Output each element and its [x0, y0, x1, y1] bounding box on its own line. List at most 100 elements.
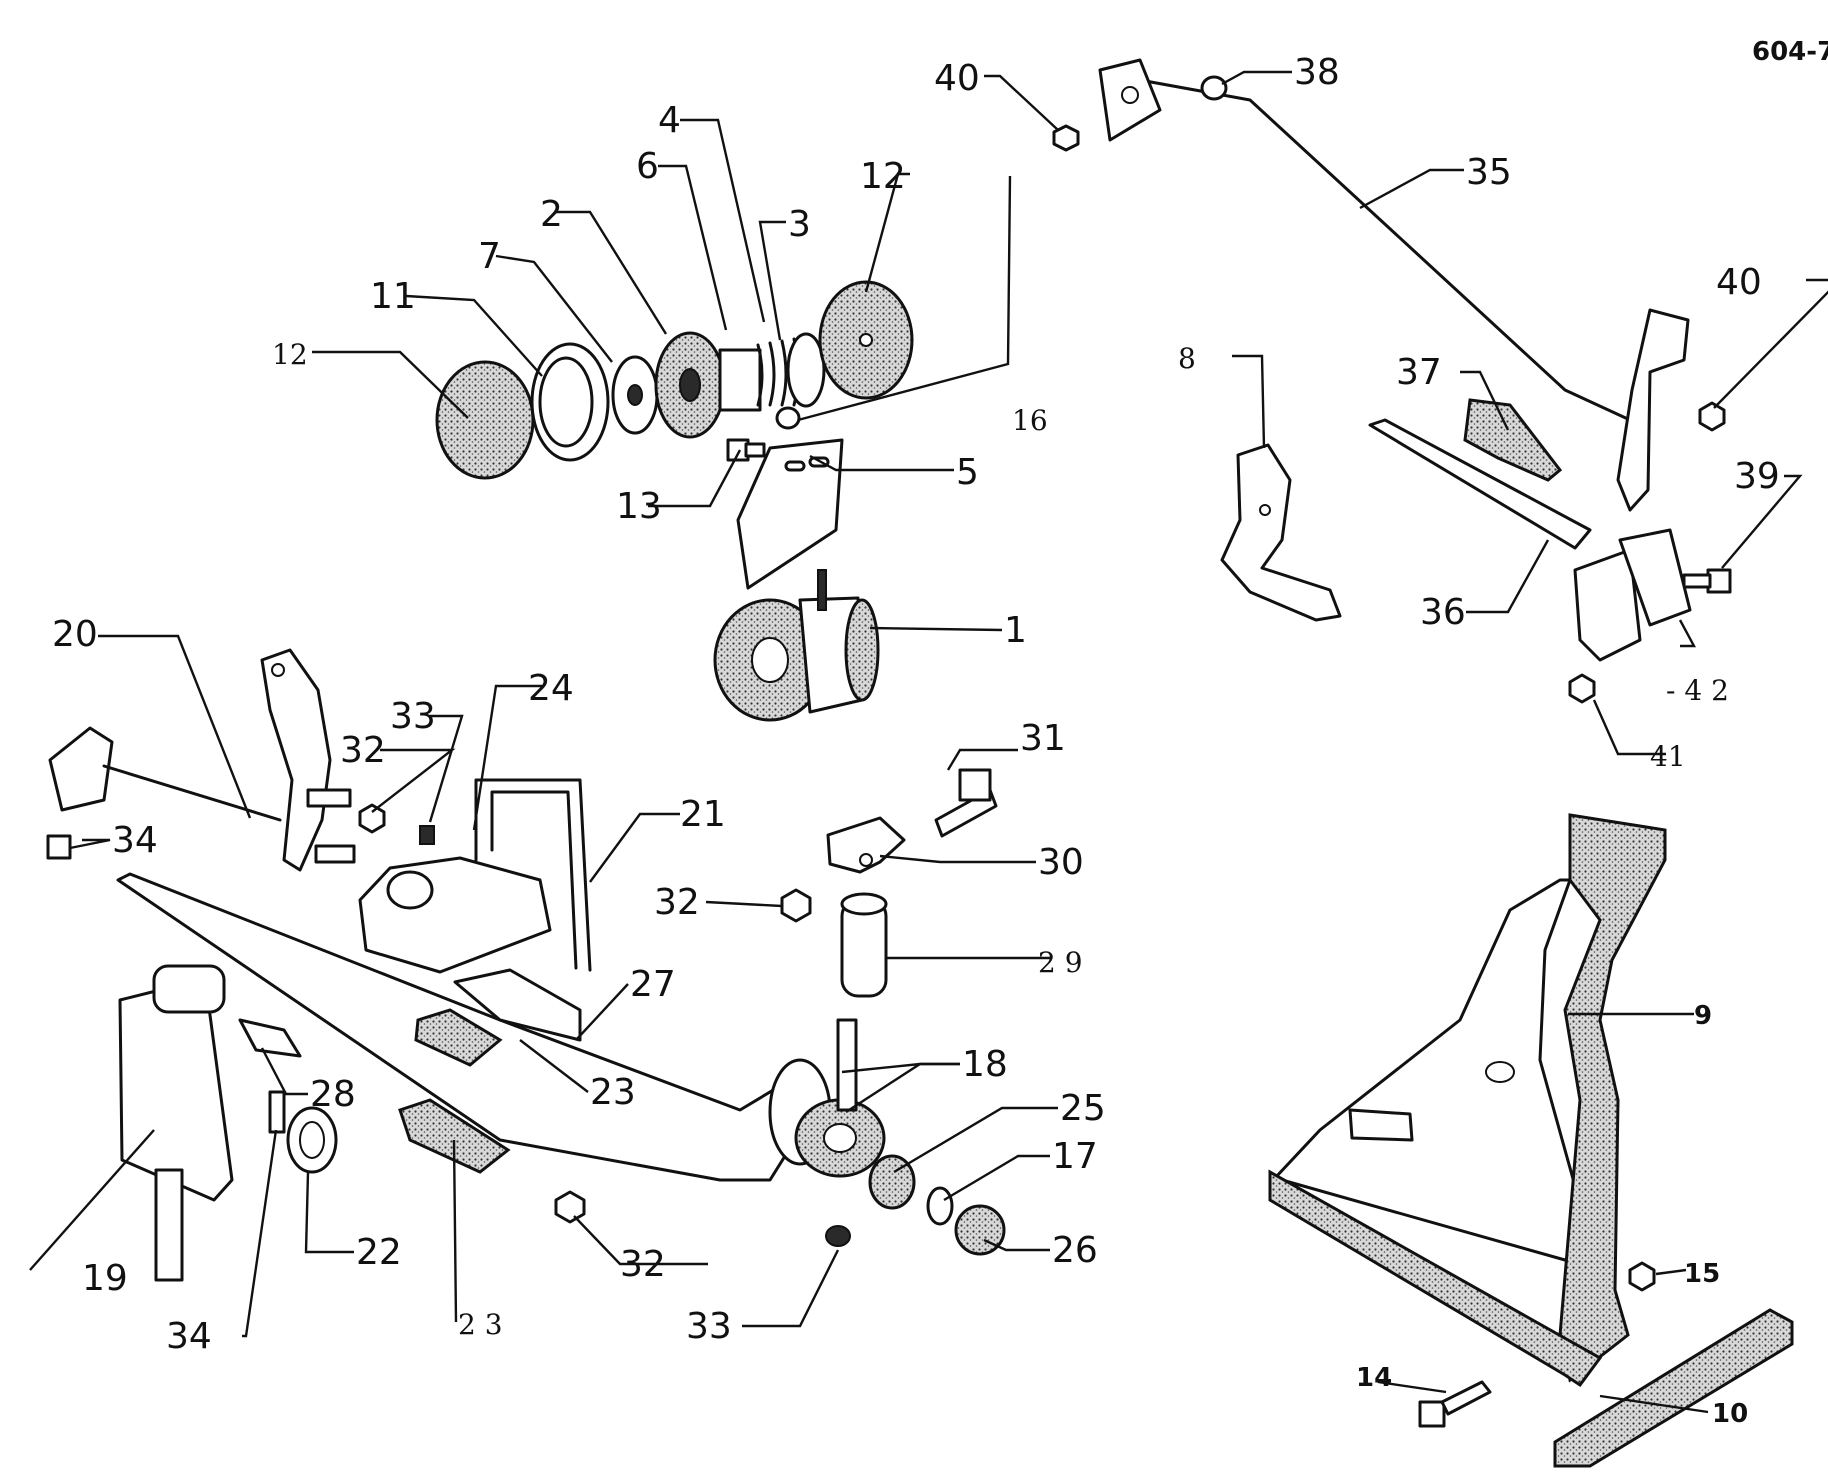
callout-5: 5: [956, 452, 979, 493]
callout-12-right: 12: [860, 156, 906, 197]
callout-18: 18: [962, 1044, 1008, 1085]
part-34-bolt-bottom: [268, 1090, 286, 1134]
callout-3: 3: [788, 204, 811, 245]
callout-23-upper: 23: [590, 1072, 636, 1113]
part-16-nut: [775, 406, 801, 430]
callout-36: 36: [1420, 592, 1466, 633]
callout-25: 25: [1060, 1088, 1106, 1129]
part-23-bushing-upper: [414, 1008, 503, 1067]
part-30-clamp: [826, 816, 906, 874]
part-37-boot: [1463, 398, 1563, 482]
callout-7: 7: [478, 236, 501, 277]
callout-34-a: 34: [112, 820, 158, 861]
leader-lines: [29, 70, 1828, 1414]
callout-32-a: 32: [340, 730, 386, 771]
part-17-spring-washer: [926, 1186, 954, 1226]
callout-22: 22: [356, 1232, 402, 1273]
part-38-nut: [1200, 75, 1228, 101]
callout-17: 17: [1052, 1136, 1098, 1177]
part-34-bolt-left: [46, 834, 72, 860]
callout-9: 9: [1694, 1001, 1712, 1031]
part-39-bolt: [1682, 568, 1732, 594]
callout-1: 1: [1004, 610, 1027, 651]
callout-41: 41: [1650, 740, 1686, 773]
figure-code: 604-74: [1752, 37, 1828, 67]
part-32-nut-a: [358, 803, 386, 834]
callout-42: - 4 2: [1666, 674, 1729, 707]
callout-19: 19: [82, 1258, 128, 1299]
callout-31: 31: [1020, 718, 1066, 759]
callout-32-b: 32: [654, 882, 700, 923]
callout-10: 10: [1712, 1399, 1748, 1429]
part-40-nut-right: [1698, 401, 1726, 432]
callout-21: 21: [680, 794, 726, 835]
callout-40-b: 40: [1716, 262, 1762, 303]
part-33-fitting-a: [419, 825, 435, 845]
part-2-bearing: [654, 331, 726, 439]
part-13-bolt: [726, 438, 766, 462]
callout-15: 15: [1684, 1259, 1720, 1289]
callout-6: 6: [636, 146, 659, 187]
part-19-pedal: [118, 964, 234, 1282]
callout-23-lower: 2 3: [458, 1308, 503, 1341]
part-33-fitting-b: [825, 1225, 851, 1247]
part-22-clamp: [286, 1106, 338, 1174]
part-7-washer: [611, 355, 659, 435]
part-27-clip: [453, 968, 582, 1042]
part-6-sleeve: [718, 348, 762, 412]
part-1-hub: [713, 569, 880, 722]
part-40-nut-top: [1052, 124, 1080, 152]
part-28-sleeve: [238, 1018, 302, 1058]
callout-11: 11: [370, 276, 416, 317]
part-9-frame: [1268, 813, 1667, 1388]
callout-33-a: 33: [390, 696, 436, 737]
lever-arm-right: [1616, 308, 1690, 512]
callout-38: 38: [1294, 52, 1340, 93]
callout-8: 8: [1178, 342, 1196, 375]
callout-27: 27: [630, 964, 676, 1005]
callout-39: 39: [1734, 456, 1780, 497]
callout-2: 2: [540, 194, 563, 235]
part-36-shaft: [1368, 418, 1592, 550]
part-18-pivot: [768, 1018, 886, 1178]
callout-4: 4: [658, 100, 681, 141]
part-32-nut-b: [780, 888, 812, 923]
callout-20: 20: [52, 614, 98, 655]
part-41-nut: [1568, 673, 1596, 704]
part-4-spring: [756, 337, 800, 407]
part-12-left-disc: [435, 360, 535, 480]
callout-labels: 1 2 3 4 5 6 7 8 9 10 11 12 12 13 14 15 1…: [52, 52, 1780, 1429]
part-11-ring: [530, 342, 610, 462]
callout-30: 30: [1038, 842, 1084, 883]
part-31-bolt: [934, 768, 998, 838]
part-8-bracket: [1220, 443, 1342, 622]
callout-32-c: 32: [620, 1244, 666, 1285]
part-14-bolt: [1418, 1380, 1492, 1428]
lever-arm-left: [260, 648, 356, 872]
part-12-right-disc: [818, 280, 914, 400]
callout-12-left: 12: [272, 338, 308, 371]
callout-35: 35: [1466, 152, 1512, 193]
callout-40-a: 40: [934, 58, 980, 99]
part-42-plate: [1573, 528, 1692, 662]
part-5-bracket: [736, 438, 844, 590]
part-24-mount: [358, 856, 552, 974]
part-15-nut: [1628, 1261, 1656, 1292]
callout-13: 13: [616, 486, 662, 527]
part-32-nut-c: [554, 1190, 586, 1224]
part-23-bushing-lower: [398, 1098, 511, 1174]
callout-16: 16: [1012, 404, 1048, 437]
callout-28: 28: [310, 1074, 356, 1115]
part-20-rod: [48, 726, 282, 822]
part-3-cup: [786, 332, 826, 408]
part-26-nut: [954, 1204, 1006, 1256]
callout-33-b: 33: [686, 1306, 732, 1347]
callout-34-b: 34: [166, 1316, 212, 1357]
callout-14: 14: [1356, 1363, 1392, 1393]
part-29-sleeve: [840, 892, 888, 998]
part-10-bar: [1553, 1308, 1794, 1468]
callout-37: 37: [1396, 352, 1442, 393]
callout-26: 26: [1052, 1230, 1098, 1271]
